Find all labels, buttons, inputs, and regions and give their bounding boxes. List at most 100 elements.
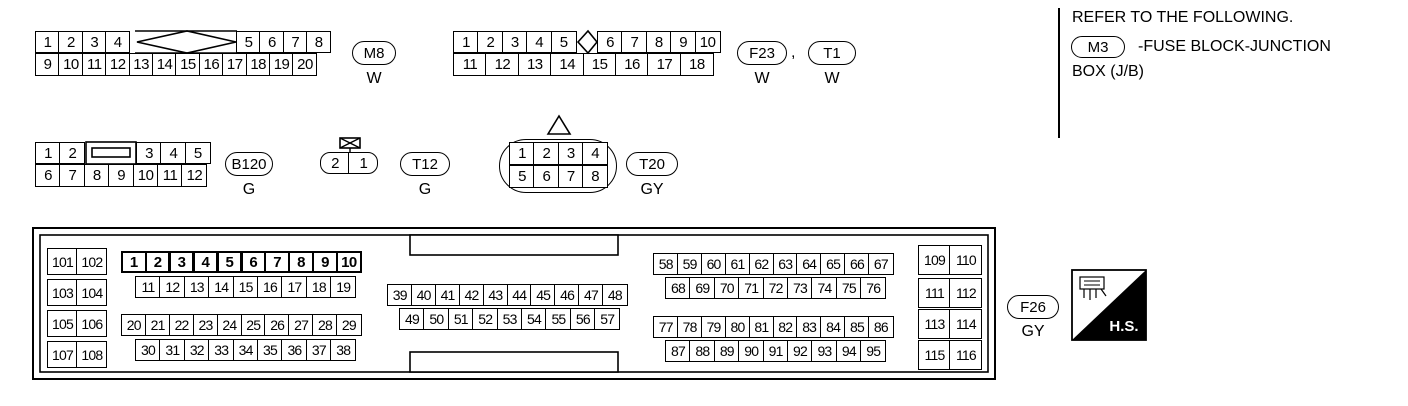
m8-pin: 4 [105, 31, 131, 53]
f26-pin: 108 [76, 341, 108, 368]
f26-block2-row2: 68 69 70 71 72 73 74 75 76 [665, 277, 887, 299]
f26-pin: 75 [835, 277, 862, 299]
f26-pin: 17 [281, 276, 308, 298]
f26-pin: 89 [713, 340, 740, 362]
f26-pin: 52 [472, 308, 499, 330]
f26-housing-outer [32, 227, 996, 380]
f26-pin: 76 [860, 277, 887, 299]
m8-key-diamond-icon [136, 30, 237, 54]
f26-pin: 11 [135, 276, 161, 298]
f26-pin: 86 [868, 316, 894, 338]
f26-pin: 32 [183, 339, 210, 361]
b120-row1-right: 3 4 5 [136, 142, 211, 164]
f23-row1-right: 6 7 8 9 10 [597, 31, 721, 53]
f26-pin: 24 [216, 314, 243, 336]
f26-pin: 45 [530, 284, 556, 306]
f26-pin: 38 [330, 339, 357, 361]
f26-block1-row2: 11 12 13 14 15 16 17 18 19 [135, 276, 357, 298]
f26-pin: 50 [423, 308, 450, 330]
m3-connector-id: M3 [1071, 36, 1125, 58]
b120-pin: 12 [181, 164, 208, 187]
f26-right-row: 113 114 [918, 309, 983, 339]
f26-pin: 104 [76, 279, 108, 306]
t20-row1: 1 2 3 4 [509, 142, 609, 165]
f26-pin: 105 [47, 310, 78, 337]
b120-pin: 10 [132, 164, 159, 187]
f26-pin: 116 [949, 340, 983, 370]
f26-top-key-icon [409, 234, 619, 256]
f23-pin: 13 [517, 53, 552, 76]
b120-pin: 2 [59, 142, 86, 164]
f26-pin: 34 [232, 339, 259, 361]
b120-connector-id: B120 [225, 152, 273, 176]
reference-divider [1058, 8, 1060, 138]
b120-row2: 6 7 8 9 10 11 12 [35, 164, 208, 187]
f26-pin: 22 [168, 314, 195, 336]
f26-pin: 30 [135, 339, 161, 361]
f26-pin: 47 [578, 284, 604, 306]
b120-row1-left: 1 2 [35, 142, 86, 164]
f26-pin: 88 [689, 340, 716, 362]
f26-pin: 18 [305, 276, 332, 298]
f26-pin: 83 [796, 316, 822, 338]
f23-pin: 12 [485, 53, 520, 76]
f26-pin: 101 [47, 248, 78, 275]
f26-pin: 109 [918, 245, 951, 275]
t20-color-code: GY [640, 181, 664, 198]
f26-pin: 31 [159, 339, 186, 361]
f26-pin: 92 [787, 340, 814, 362]
m8-row1-right: 5 6 7 8 [236, 31, 332, 53]
t12-connector-id: T12 [400, 152, 450, 176]
t1-connector-id: T1 [808, 41, 856, 65]
f26-pin: 46 [554, 284, 580, 306]
f26-pin: 115 [918, 340, 951, 370]
f26-pin: 4 [192, 251, 219, 273]
f26-pin: 91 [762, 340, 789, 362]
f26-pin: 3 [168, 251, 195, 273]
f23-pin: 14 [550, 53, 585, 76]
f26-pin: 77 [653, 316, 679, 338]
f26-pin: 35 [257, 339, 284, 361]
f26-pin: 64 [796, 253, 822, 275]
f26-pin: 12 [159, 276, 186, 298]
f26-pin: 87 [665, 340, 691, 362]
f26-pin: 90 [738, 340, 765, 362]
t20-pin: 4 [582, 142, 609, 165]
f26-pin: 14 [208, 276, 235, 298]
f26-pin: 94 [835, 340, 862, 362]
f23-pin: 5 [550, 31, 577, 53]
f26-pin: 41 [434, 284, 461, 306]
f26-left-row: 101 102 [47, 248, 108, 275]
f26-pin: 93 [811, 340, 838, 362]
m8-pin: 12 [105, 53, 131, 76]
f26-pin: 15 [232, 276, 259, 298]
f26-pin: 49 [399, 308, 425, 330]
f26-left-row: 103 104 [47, 279, 108, 306]
f26-color-code: GY [1021, 323, 1045, 340]
t12-body: 2 1 [320, 152, 379, 174]
m8-pin: 8 [306, 31, 332, 53]
t20-key-triangle-icon [546, 114, 572, 135]
f23-pin: 1 [453, 31, 479, 53]
f26-pin: 51 [447, 308, 474, 330]
f26-pin: 80 [724, 316, 751, 338]
t12-color-code: G [418, 181, 432, 198]
f26-block1-row1: 1 2 3 4 5 6 7 8 9 10 [121, 251, 362, 273]
f26-pin: 61 [724, 253, 751, 275]
f23-pin: 10 [694, 31, 721, 53]
reference-line2: -FUSE BLOCK-JUNCTION [1138, 38, 1331, 55]
t12-pin: 1 [348, 152, 379, 174]
f26-pin: 36 [281, 339, 308, 361]
f26-pin: 78 [676, 316, 703, 338]
connector-harness-icon [1079, 276, 1107, 300]
f26-pin: 1 [121, 251, 147, 273]
f26-pin: 72 [762, 277, 789, 299]
f26-pin: 57 [594, 308, 621, 330]
f26-pin: 113 [918, 309, 951, 339]
f26-pin: 54 [521, 308, 548, 330]
f26-block1-row3: 20 21 22 23 24 25 26 27 28 29 [121, 314, 362, 336]
f23-row1-left: 1 2 3 4 5 [453, 31, 577, 53]
f26-pin: 7 [264, 251, 290, 273]
f26-pin: 9 [312, 251, 338, 273]
f26-pin: 53 [496, 308, 523, 330]
